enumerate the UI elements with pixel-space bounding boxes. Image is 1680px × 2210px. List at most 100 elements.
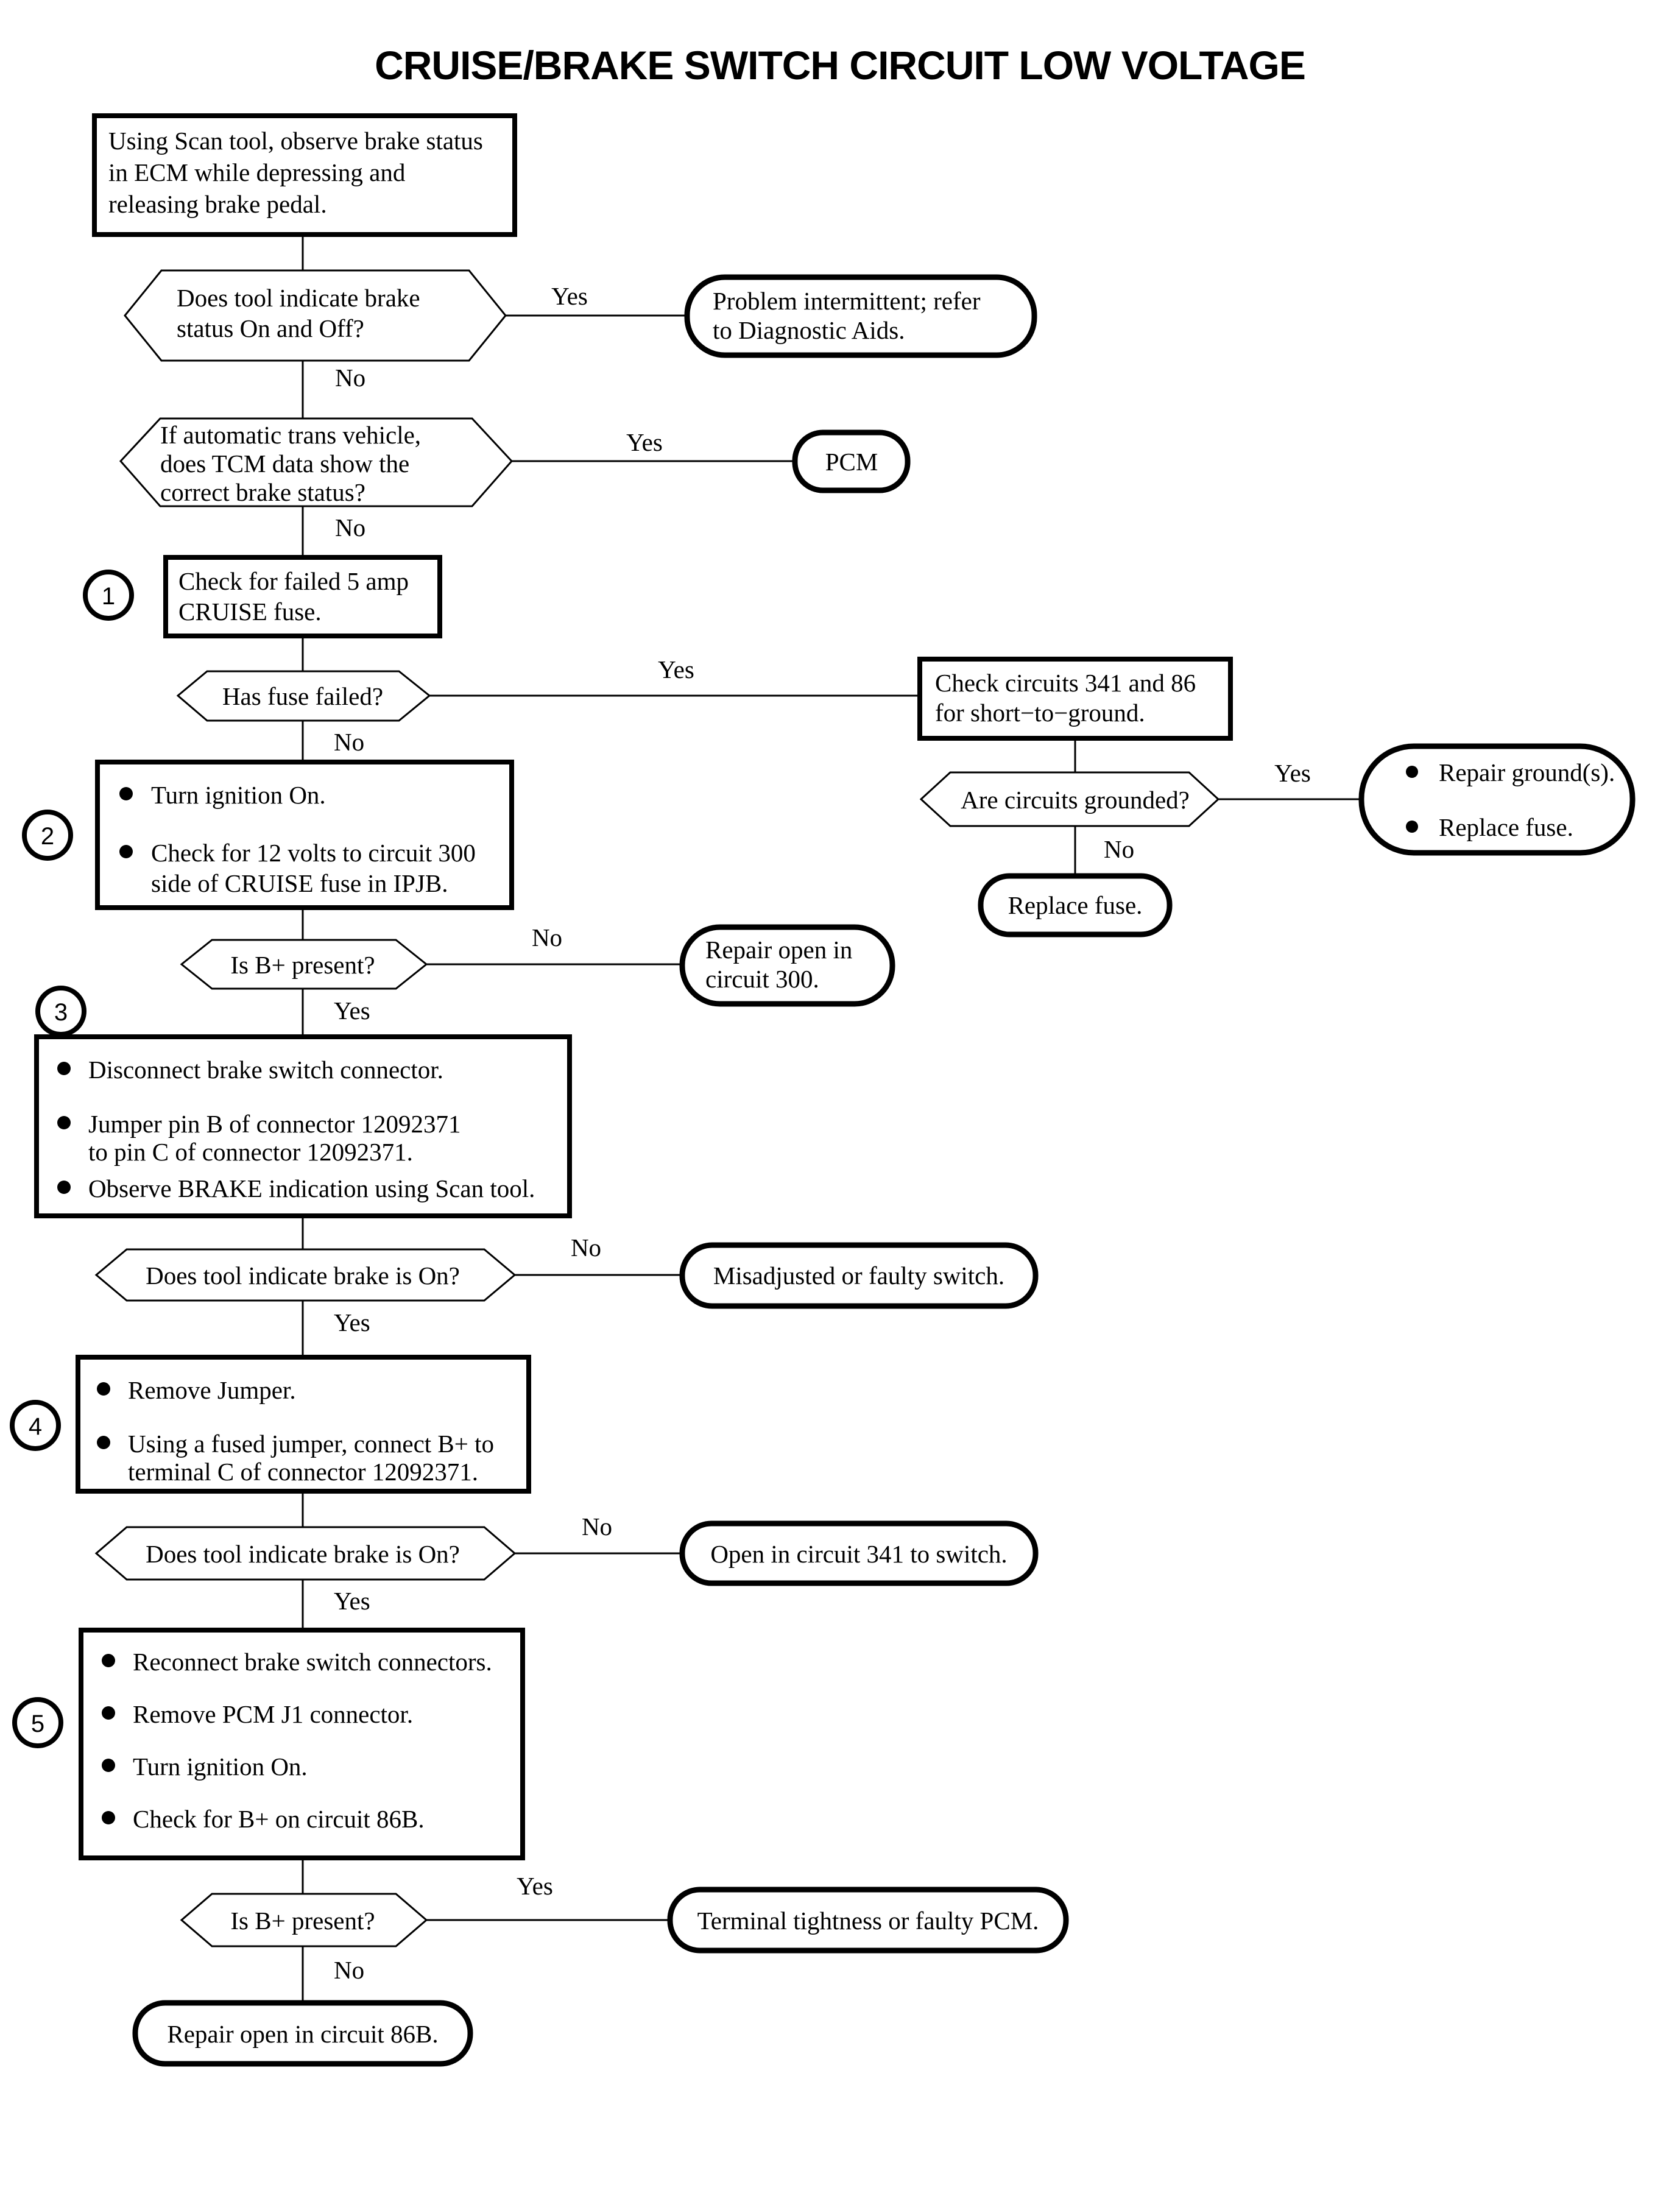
d2-line-1: If automatic trans vehicle,: [160, 421, 421, 449]
repair300-line-1: Repair open in: [705, 936, 852, 964]
d3-label: Has fuse failed?: [222, 682, 383, 710]
repair300-line-2: circuit 300.: [705, 965, 819, 993]
bullet-dot: [57, 1062, 71, 1075]
step-marker-5: 5: [12, 1697, 63, 1748]
node-terminator-repair-open-86b: Repair open in circuit 86B.: [132, 2000, 473, 2067]
step-marker-1: 1: [83, 570, 134, 621]
replace-fuse-label: Replace fuse.: [1008, 891, 1143, 919]
bullet-dot: [102, 1811, 115, 1824]
node-terminator-pcm: PCM: [792, 429, 911, 493]
p5-bullet-2: Remove PCM J1 connector.: [133, 1700, 413, 1728]
p4-bullet-1-line-1: Remove Jumper.: [128, 1376, 296, 1404]
d-grounded-label: Are circuits grounded?: [961, 786, 1190, 814]
node-decision-bplus-present-1: Is B+ present?: [180, 939, 428, 990]
node-terminator-problem-intermittent: Problem intermittent; refer to Diagnosti…: [684, 274, 1037, 358]
p4-bullet-2-line-1: Using a fused jumper, connect B+ to: [128, 1430, 494, 1458]
edge-label-d5-no: No: [571, 1234, 601, 1262]
node-terminator-open-341: Open in circuit 341 to switch.: [679, 1520, 1039, 1586]
p2-bullet-2-line-2: side of CRUISE fuse in IPJB.: [151, 869, 448, 897]
t1-line-1: Problem intermittent; refer: [713, 287, 981, 315]
misadjusted-label: Misadjusted or faulty switch.: [713, 1262, 1004, 1290]
terminal-label: Terminal tightness or faulty PCM.: [697, 1907, 1039, 1935]
edge-label-grounded-yes: Yes: [1274, 759, 1311, 787]
node-terminator-terminal-tightness: Terminal tightness or faulty PCM.: [667, 1887, 1069, 1954]
bullet-dot: [1406, 821, 1418, 833]
open341-label: Open in circuit 341 to switch.: [710, 1540, 1007, 1568]
edge-label-d7-yes: Yes: [517, 1872, 553, 1900]
node-terminator-misadjusted-switch: Misadjusted or faulty switch.: [679, 1242, 1039, 1309]
node-process-check-circuits: Check circuits 341 and 86 for short−to−g…: [917, 657, 1233, 741]
bullet-dot: [97, 1382, 110, 1396]
node-decision-bplus-present-2: Is B+ present?: [180, 1893, 428, 1947]
p1-line-2: CRUISE fuse.: [178, 598, 322, 626]
node-process-reconnect-check-86b: Reconnect brake switch connectors. Remov…: [79, 1628, 525, 1860]
edge-label-d5-yes: Yes: [334, 1308, 370, 1336]
edge-label-d6-yes: Yes: [334, 1587, 370, 1615]
edge-label-grounded-no: No: [1104, 835, 1134, 863]
step-marker-3: 3: [35, 986, 86, 1037]
bullet-dot: [102, 1654, 115, 1667]
p3-bullet-1-line-1: Disconnect brake switch connector.: [88, 1056, 443, 1084]
node-decision-brake-status: Does tool indicate brake status On and O…: [124, 269, 507, 362]
bullet-dot: [102, 1706, 115, 1720]
check-circuits-line-2: for short−to−ground.: [935, 699, 1145, 727]
node-decision-tcm-data: If automatic trans vehicle, does TCM dat…: [119, 417, 514, 507]
node-process-remove-jumper: Remove Jumper. Using a fused jumper, con…: [76, 1355, 531, 1494]
edge-label-d2-no: No: [335, 514, 365, 542]
page-title: CRUISE/BRAKE SWITCH CIRCUIT LOW VOLTAGE: [375, 43, 1305, 88]
bullet-dot: [57, 1116, 71, 1129]
p5-bullet-4: Check for B+ on circuit 86B.: [133, 1805, 425, 1833]
edge-label-d1-no: No: [335, 364, 365, 392]
step-marker-5-label: 5: [31, 1710, 44, 1737]
d5-label: Does tool indicate brake is On?: [146, 1262, 460, 1290]
connector-lines: [302, 235, 1361, 2003]
p2-bullet-2-line-1: Check for 12 volts to circuit 300: [151, 839, 476, 867]
repair-grounds-bullet-1: Repair ground(s).: [1439, 758, 1615, 786]
step-marker-1-label: 1: [102, 583, 115, 610]
check-circuits-line-1: Check circuits 341 and 86: [935, 669, 1196, 697]
edge-label-d3-yes: Yes: [658, 655, 694, 683]
node-decision-brake-on-2: Does tool indicate brake is On?: [94, 1526, 517, 1581]
start-box-line-1: Using Scan tool, observe brake status: [108, 127, 483, 155]
bullet-dot: [119, 787, 133, 800]
edge-label-d1-yes: Yes: [551, 282, 588, 310]
edge-label-d3-no: No: [334, 728, 364, 756]
d2-line-3: correct brake status?: [160, 478, 365, 506]
repair-grounds-bullet-2: Replace fuse.: [1439, 813, 1573, 841]
d7-label: Is B+ present?: [230, 1907, 375, 1935]
p2-bullet-1-line-1: Turn ignition On.: [151, 781, 326, 809]
node-start-box: Using Scan tool, observe brake status in…: [92, 113, 517, 237]
node-decision-has-fuse-failed: Has fuse failed?: [176, 670, 431, 722]
p4-bullet-2-line-2: terminal C of connector 12092371.: [128, 1458, 478, 1486]
edge-label-d4-no: No: [532, 923, 562, 951]
edge-label-d4-yes: Yes: [334, 997, 370, 1025]
node-terminator-replace-fuse: Replace fuse.: [978, 873, 1173, 937]
step-marker-3-label: 3: [54, 999, 68, 1026]
start-box-line-3: releasing brake pedal.: [108, 190, 327, 218]
t2-label: PCM: [825, 448, 878, 476]
node-process-check-12-volts: Turn ignition On. Check for 12 volts to …: [95, 760, 514, 910]
d2-line-2: does TCM data show the: [160, 450, 409, 478]
start-box-line-2: in ECM while depressing and: [108, 158, 405, 186]
node-terminator-repair-open-300: Repair open in circuit 300.: [679, 924, 895, 1007]
step-marker-2-label: 2: [41, 823, 54, 850]
bullet-dot: [97, 1436, 110, 1449]
edge-label-d2-yes: Yes: [626, 428, 663, 456]
t1-line-2: to Diagnostic Aids.: [713, 316, 905, 344]
edge-label-d6-no: No: [582, 1513, 612, 1541]
d1-line-1: Does tool indicate brake: [177, 284, 420, 312]
node-decision-brake-on-1: Does tool indicate brake is On?: [94, 1248, 517, 1302]
bullet-dot: [57, 1181, 71, 1194]
bullet-dot: [1406, 766, 1418, 778]
p3-bullet-2-line-2: to pin C of connector 12092371.: [88, 1138, 413, 1166]
step-marker-2: 2: [22, 810, 73, 861]
repair86b-label: Repair open in circuit 86B.: [167, 2020, 438, 2048]
step-marker-4-label: 4: [29, 1413, 42, 1440]
d4-label: Is B+ present?: [230, 951, 375, 979]
p3-bullet-3-line-1: Observe BRAKE indication using Scan tool…: [88, 1174, 535, 1202]
step-marker-4: 4: [10, 1400, 61, 1451]
p5-bullet-1: Reconnect brake switch connectors.: [133, 1648, 492, 1676]
edge-label-d7-no: No: [334, 1956, 364, 1984]
p1-line-1: Check for failed 5 amp: [178, 567, 409, 595]
